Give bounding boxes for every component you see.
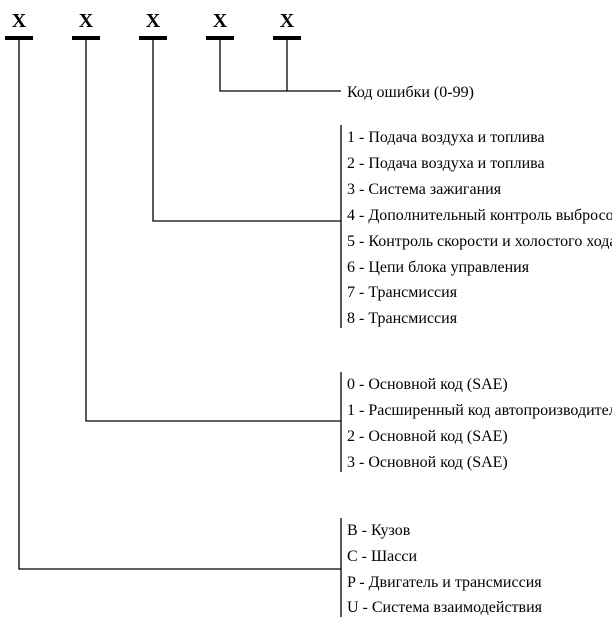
- connector-system: [18, 40, 341, 570]
- connector-subsystem: [152, 40, 341, 222]
- subsystem-item-3: 3 - Система зажигания: [347, 181, 502, 198]
- code-type-item-1: 1 - Расширенный код автопроизводителя: [347, 402, 612, 419]
- position-1-label: X: [12, 10, 27, 32]
- subsystem-item-8: 8 - Трансмиссия: [347, 310, 458, 327]
- position-5-label: X: [280, 10, 295, 32]
- position-3-label: X: [146, 10, 161, 32]
- system-item-b: B - Кузов: [347, 522, 411, 539]
- system-item-c: C - Шасси: [347, 548, 417, 565]
- system-item-u: U - Система взаимодействия: [347, 599, 543, 616]
- code-type-item-0: 0 - Основной код (SAE): [347, 376, 508, 393]
- code-type-item-3: 3 - Основной код (SAE): [347, 454, 508, 471]
- connector-error-code: [219, 40, 341, 92]
- position-5-bar: [273, 36, 301, 40]
- subsystem-item-6: 6 - Цепи блока управления: [347, 259, 530, 276]
- subsystem-item-5: 5 - Контроль скорости и холостого хода: [347, 233, 612, 250]
- subsystem-item-1: 1 - Подача воздуха и топлива: [347, 129, 545, 146]
- position-3-bar: [139, 36, 167, 40]
- system-item-p: P - Двигатель и трансмиссия: [347, 574, 542, 591]
- position-1-bar: [5, 36, 33, 40]
- position-4-bar: [206, 36, 234, 40]
- error-code-label: Код ошибки (0-99): [347, 84, 474, 101]
- position-4-label: X: [213, 10, 228, 32]
- code-type-item-2: 2 - Основной код (SAE): [347, 428, 508, 445]
- position-2-bar: [72, 36, 100, 40]
- connector-code-type: [85, 40, 341, 422]
- subsystem-item-7: 7 - Трансмиссия: [347, 284, 458, 301]
- subsystem-item-2: 2 - Подача воздуха и топлива: [347, 155, 545, 172]
- subsystem-item-4: 4 - Дополнительный контроль выбросов: [347, 207, 612, 224]
- position-2-label: X: [79, 10, 94, 32]
